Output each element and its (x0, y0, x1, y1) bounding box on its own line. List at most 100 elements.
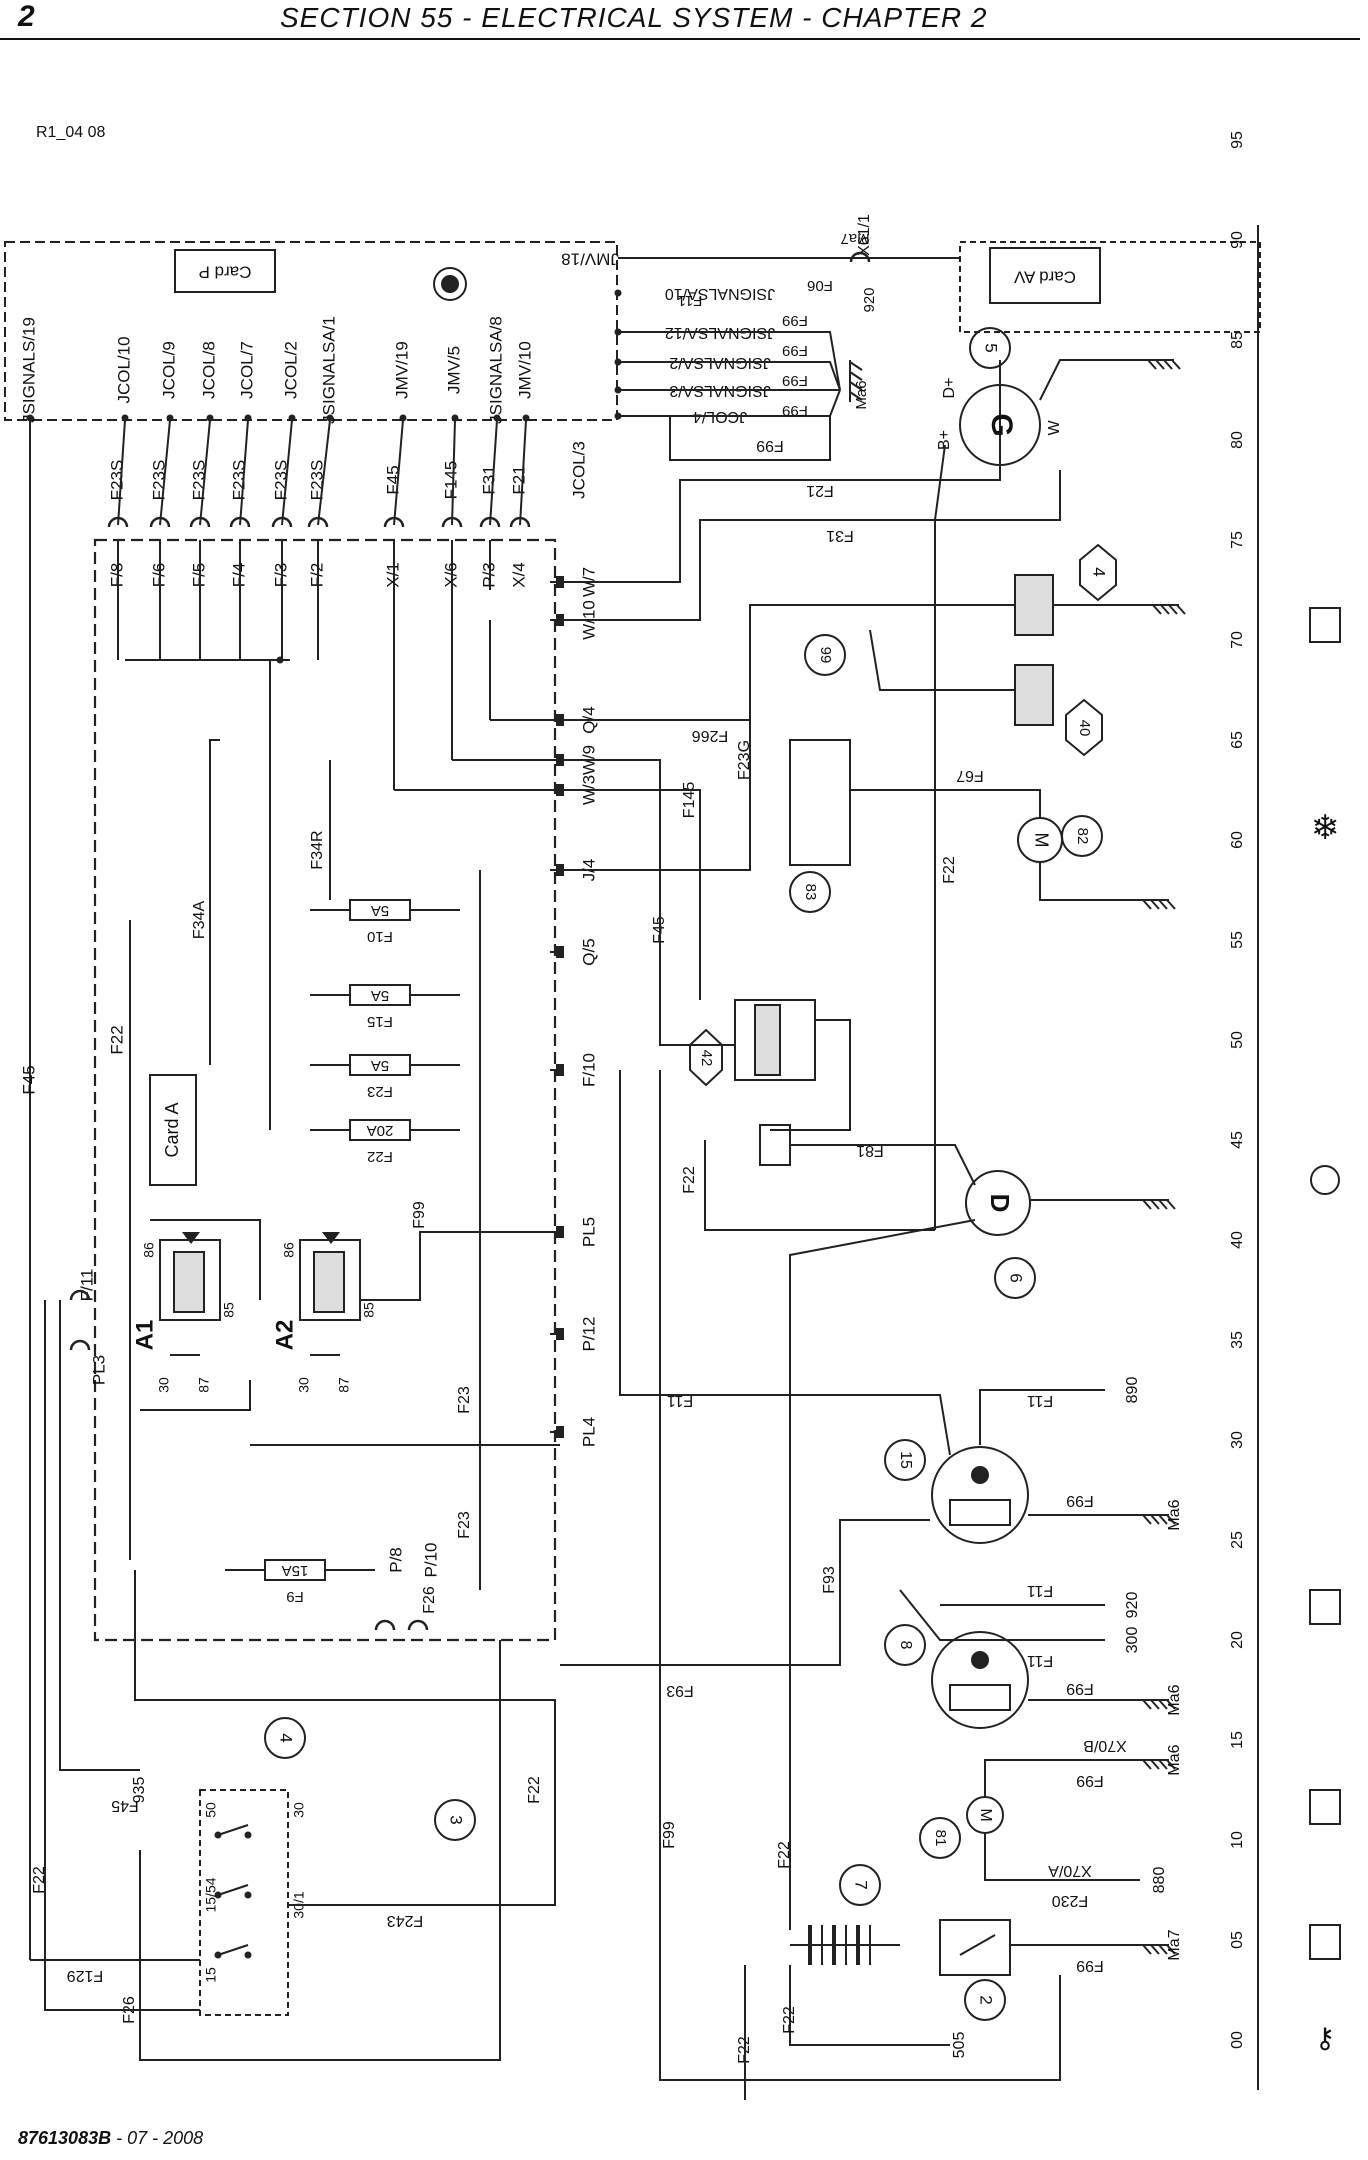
wire-label: F06 (807, 277, 833, 294)
ground-symbol (1166, 1759, 1176, 1770)
fuse-rating: 20A (367, 1122, 394, 1139)
ground-symbol (1155, 359, 1165, 370)
ground-symbol (1142, 1759, 1152, 1770)
component-2-circle (964, 1979, 1006, 2021)
relay-coil (173, 1251, 205, 1313)
wire-label: F23S (229, 460, 248, 501)
ground-symbol (1158, 1514, 1168, 1525)
top-connector-label: JMV/5 (444, 346, 463, 394)
relay-pin: 87 (336, 1377, 352, 1393)
reference-code: R1_04 08 (36, 124, 106, 141)
ground-symbol (1142, 1944, 1152, 1955)
wire-label: F99 (411, 1201, 428, 1229)
fuse-box-connector (189, 516, 211, 528)
wire-label: F11 (678, 292, 703, 309)
connector-pin (556, 1328, 564, 1340)
wire (209, 739, 220, 1065)
wire-label: F22 (781, 2006, 798, 2034)
connector-pin (26, 414, 34, 422)
top-connector-label: JCOL/8 (199, 341, 218, 399)
scale-label: 65 (1229, 731, 1246, 749)
wire (789, 1965, 950, 2046)
wire-f266 (560, 604, 1015, 721)
wire-label: F99 (756, 437, 784, 454)
wire (140, 1380, 251, 1411)
component-2-label: 2 (977, 1995, 996, 2004)
top-connector-label: JCOL/7 (237, 341, 256, 399)
component-83-label: 83 (802, 884, 819, 901)
motor-6-symbol: D (985, 1194, 1015, 1213)
switch-terminal: 30 (291, 1802, 307, 1818)
relay-diode (182, 1232, 200, 1244)
wire-label: F22 (941, 856, 958, 884)
fuse-box-connector (107, 516, 129, 528)
connector-label: X70/A (1048, 1862, 1092, 1879)
switch-terminal: 50 (203, 1802, 219, 1818)
connector-pin (556, 1064, 564, 1076)
component-3-circle (434, 1799, 476, 1841)
wire-label: F67 (956, 767, 984, 784)
scale-label: 15 (1229, 1731, 1246, 1749)
relay-pin: 86 (281, 1242, 297, 1258)
top-connector-label: JSIGNALSA/1 (319, 316, 338, 424)
ground-symbol (1166, 1699, 1176, 1710)
top-connector-label: JCOL/2 (281, 341, 300, 399)
ground-symbol (1168, 604, 1178, 615)
lamp-8-number-circle (884, 1624, 926, 1666)
wire-label: F22 (681, 1166, 698, 1194)
junction-label: F/10 (579, 1053, 598, 1087)
wire-label: F230 (1052, 1892, 1089, 1909)
wire (770, 1019, 851, 1131)
top-connector-label: JSIGNALS/19 (19, 317, 38, 423)
ground-bar (849, 371, 863, 381)
wire (984, 1759, 1150, 1797)
card-p-box (174, 249, 276, 293)
wire-label: F23G (736, 740, 753, 780)
fuse-box-pin-label: X/6 (441, 562, 460, 588)
lamp-symbol (441, 275, 459, 293)
wire-label: F22 (776, 1841, 793, 1869)
ground-symbol (1150, 899, 1160, 910)
junction-dot (276, 656, 284, 664)
wire-label: F34A (191, 901, 208, 940)
key-icon: ⚷ (1315, 2022, 1336, 2053)
fuse-id: F22 (367, 1148, 393, 1165)
switch-contact (244, 1891, 252, 1899)
scale-label: 50 (1229, 1031, 1246, 1049)
wire (59, 1300, 140, 1771)
ground-symbol (1163, 359, 1173, 370)
wire (150, 1219, 261, 1300)
component-99-circle (804, 634, 846, 676)
page-number: 2 (18, 0, 35, 33)
wire-f23g (560, 620, 751, 871)
wire-label: 920 (861, 287, 878, 312)
wire-label: F23S (107, 460, 126, 501)
wire-label: F45 (19, 1065, 38, 1094)
wire-label: F11 (1027, 1392, 1053, 1409)
switch-blade (217, 1944, 249, 1956)
motor-82-symbol: M (1031, 833, 1051, 848)
seat-icon (1309, 1589, 1341, 1625)
connector-label: X61/1 (856, 214, 873, 256)
wire-label: F22 (31, 1866, 48, 1894)
wire-label: F22 (526, 1776, 543, 1804)
wire (1039, 862, 1150, 901)
ground-label: Ma6 (853, 380, 870, 409)
ground-symbol (1150, 1514, 1160, 1525)
alternator-pin: D+ (941, 378, 958, 399)
ground-label: Ma7 (1166, 1929, 1183, 1960)
ground-symbol (1166, 899, 1176, 910)
wire (239, 419, 249, 526)
wire-label: F22 (107, 1025, 126, 1054)
snowflake-icon: ❄ (1311, 809, 1340, 847)
fuse-box-pin-label: F/5 (189, 563, 208, 588)
wire-label: F31 (479, 465, 498, 494)
scale-label: 70 (1229, 631, 1246, 649)
wire-label: 935 (131, 1777, 148, 1804)
junction-label: PL4 (579, 1417, 598, 1447)
ground-symbol (1166, 1944, 1176, 1955)
wire (199, 419, 211, 526)
wire-f99 (618, 415, 831, 461)
wire-f93 (560, 1519, 930, 1666)
